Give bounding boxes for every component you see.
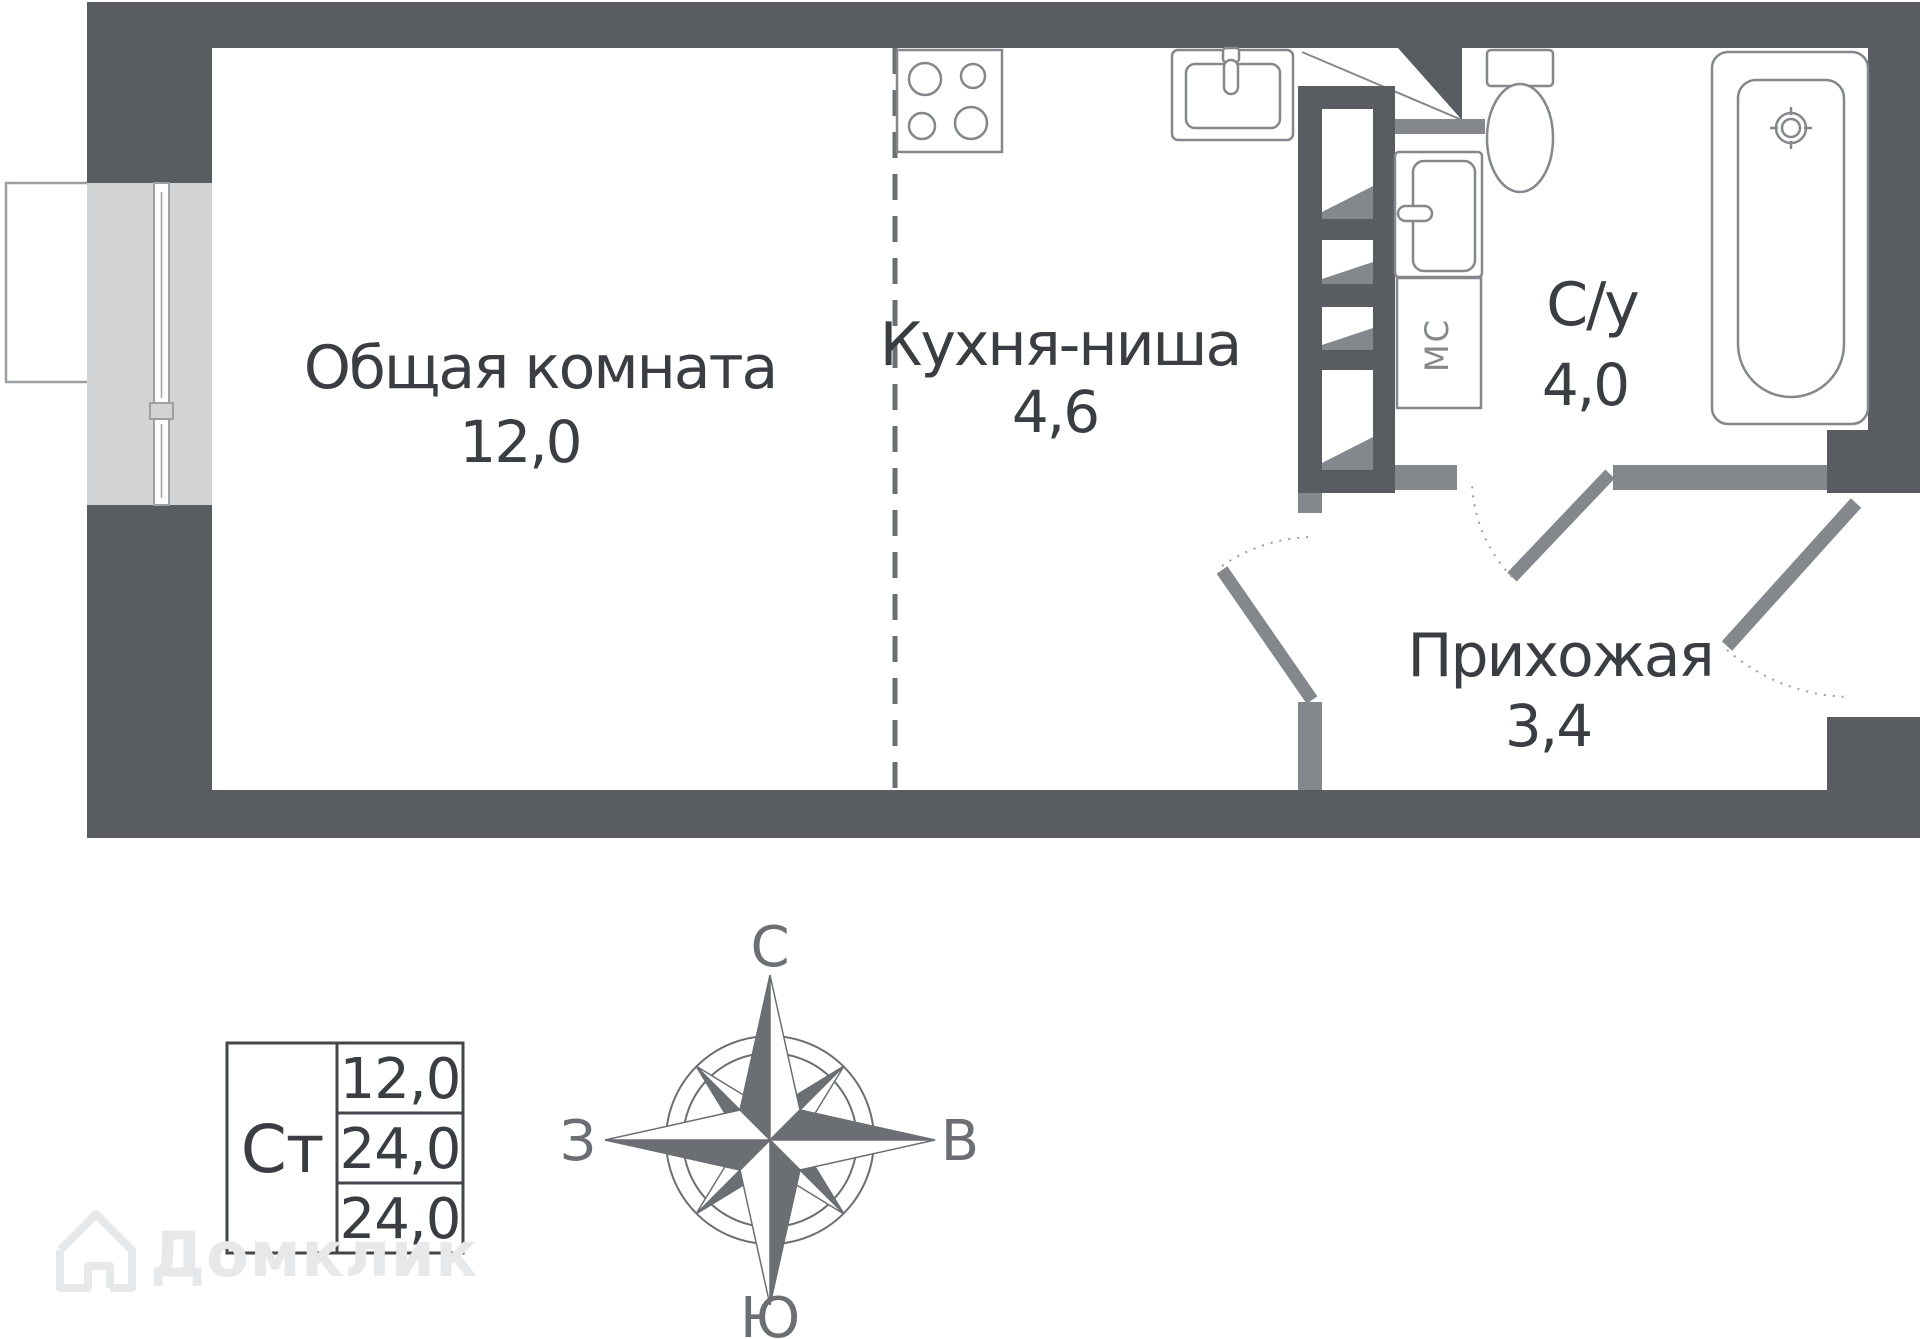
door-entrance — [1721, 498, 1862, 698]
room-label-living: Общая комната — [304, 333, 777, 403]
vent-wedge — [1398, 48, 1462, 120]
window-bay — [87, 183, 212, 505]
vent-flap — [1322, 186, 1373, 219]
walls — [87, 2, 1920, 838]
stove-icon — [895, 48, 1004, 154]
vent-flap — [1322, 328, 1373, 350]
toilet-icon — [1485, 48, 1555, 194]
window — [87, 182, 212, 506]
room-area-hallway: 3,4 — [1505, 692, 1591, 760]
room-label-hallway: Прихожая — [1407, 621, 1712, 691]
info-table-total: 24,0 — [340, 1117, 461, 1182]
info-table: Ст 12,0 24,0 24,0 — [225, 1041, 465, 1255]
info-table-living: 12,0 — [340, 1047, 461, 1112]
info-table-overall: 24,0 — [340, 1187, 461, 1252]
kitchen-sink-icon — [1170, 46, 1295, 142]
watermark-brand: Домклик — [150, 1218, 479, 1291]
washing-machine-label: МС — [1418, 318, 1456, 372]
window-frame-divider — [149, 402, 174, 420]
compass-label-south: Ю — [740, 1286, 800, 1339]
wall-right-upper — [1868, 2, 1920, 493]
room-area-bathroom: 4,0 — [1542, 351, 1628, 419]
compass-rose: С Ю З В — [560, 915, 979, 1339]
kitchen-door-jamb-bottom — [1298, 702, 1322, 790]
room-area-kitchen: 4,6 — [1012, 378, 1098, 446]
bathtub-drain-icon — [1770, 107, 1812, 149]
vent-wall-band — [1395, 119, 1485, 134]
room-label-bathroom: С/у — [1546, 270, 1638, 340]
room-area-living: 12,0 — [459, 408, 580, 476]
entrance-pier — [1827, 430, 1868, 493]
kitchen-door-jamb-top — [1298, 493, 1322, 513]
bath-wall-right — [1613, 465, 1827, 490]
watermark: Домклик — [56, 1210, 479, 1292]
wall-top — [87, 2, 1920, 48]
door-kitchen — [1216, 536, 1318, 704]
room-labels: Общая комната 12,0 Кухня-ниша 4,6 С/у 4,… — [304, 270, 1715, 760]
wall-left-lower — [87, 505, 212, 838]
door-bathroom — [1471, 469, 1615, 582]
room-label-kitchen: Кухня-ниша — [880, 310, 1240, 380]
compass-cardinal-points — [604, 974, 936, 1306]
bathtub-icon — [1710, 50, 1870, 426]
compass-label-west: З — [560, 1109, 596, 1174]
bathroom-sink-icon — [1393, 150, 1484, 279]
info-table-type: Ст — [241, 1111, 324, 1188]
interior-walls — [1298, 430, 1868, 790]
vent-shaft — [1298, 48, 1485, 493]
compass-label-north: С — [750, 915, 789, 980]
wall-bottom — [87, 790, 1920, 838]
balcony-outline — [4, 181, 87, 384]
watermark-house-icon — [56, 1210, 136, 1292]
compass-label-east: В — [941, 1109, 979, 1174]
bath-wall-left — [1395, 465, 1457, 490]
wall-left-upper — [87, 2, 212, 183]
washing-machine: МС — [1395, 276, 1483, 410]
vent-flap — [1322, 262, 1373, 284]
vent-flap — [1322, 437, 1373, 470]
